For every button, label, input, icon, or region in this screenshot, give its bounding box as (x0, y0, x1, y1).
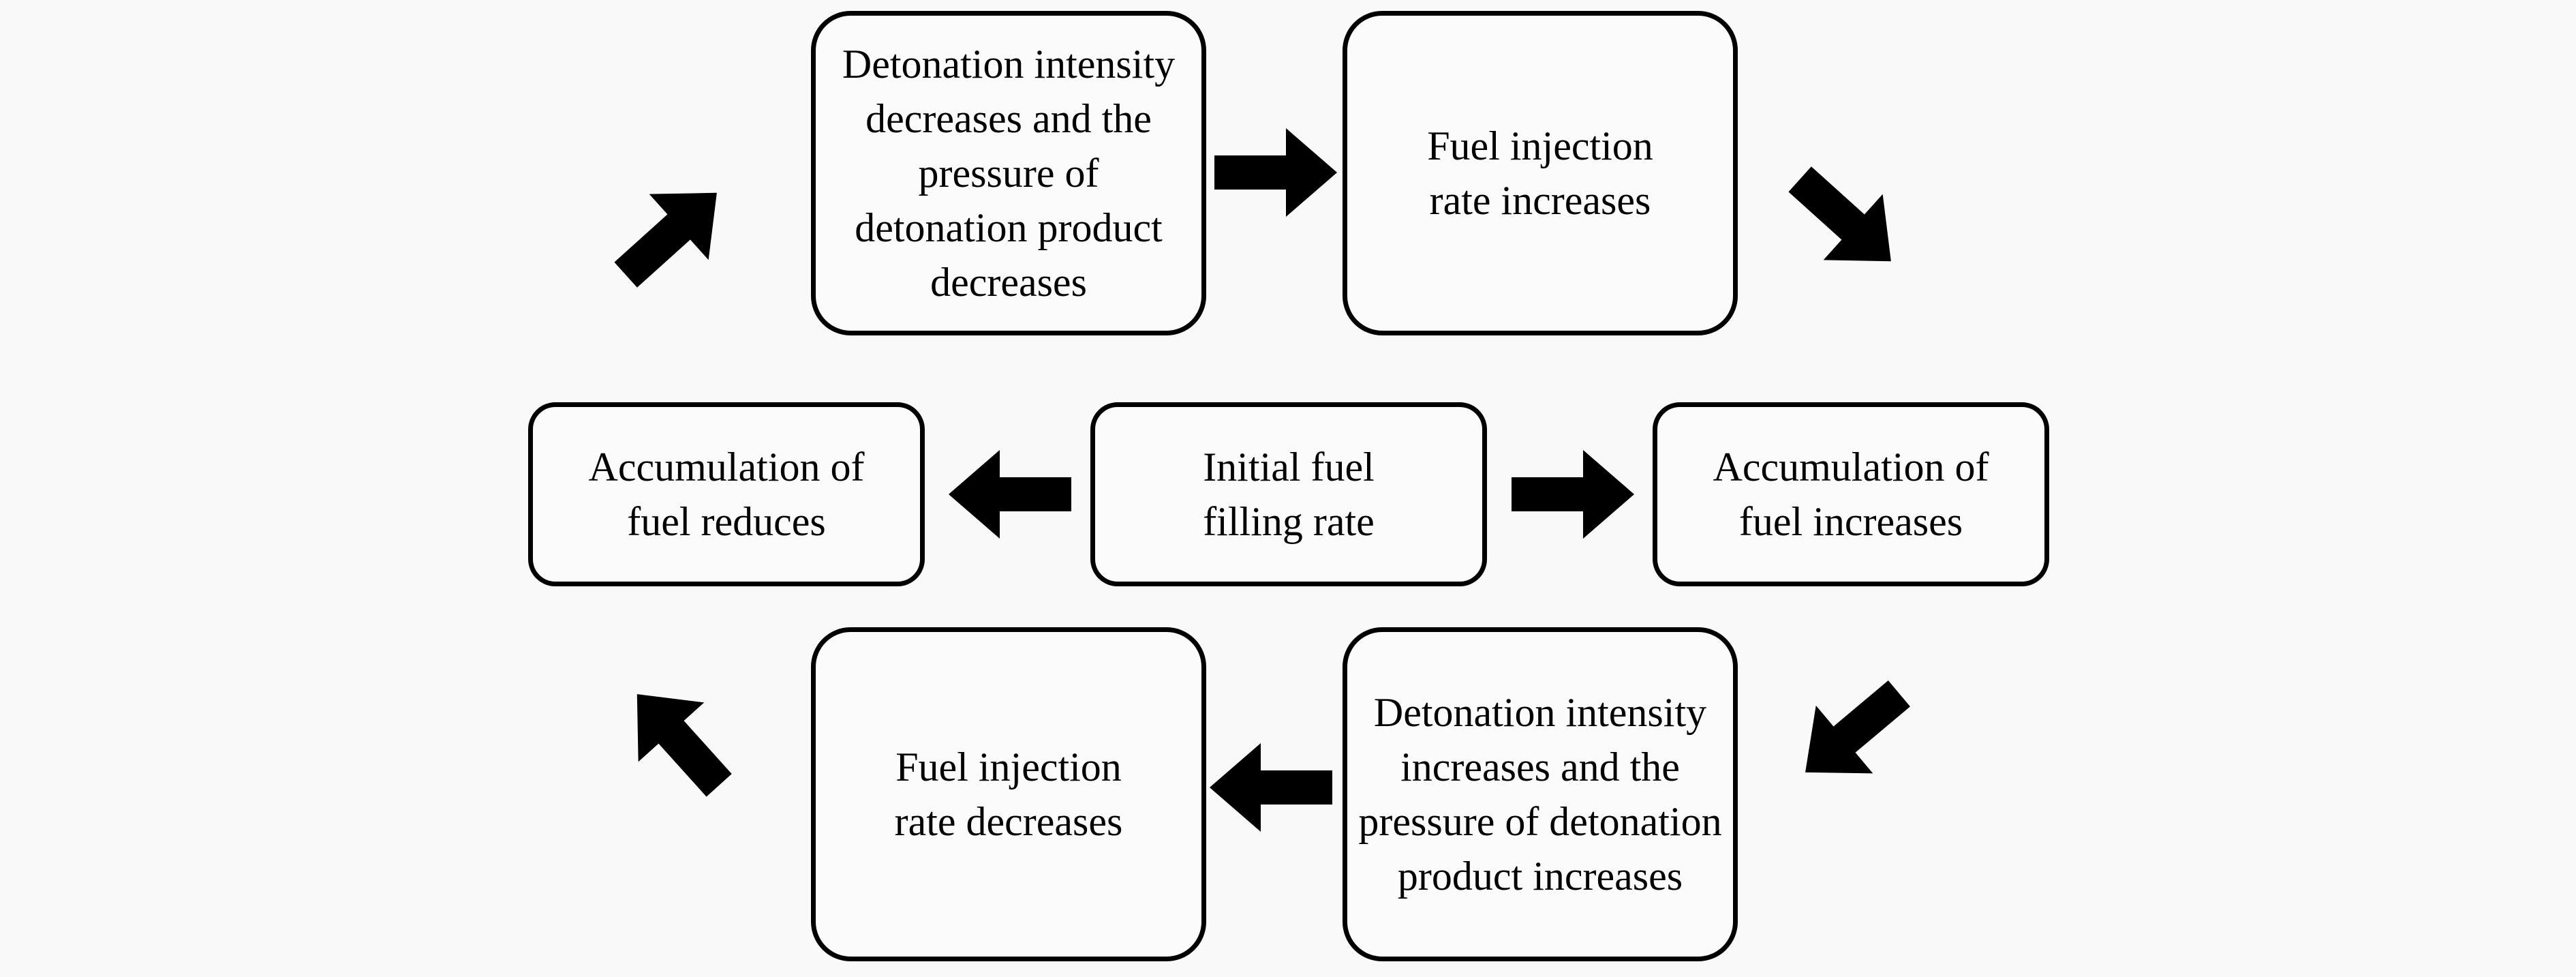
node-accumulation-of-fuel-increases: Accumulation of fuel increases (1653, 402, 2049, 586)
arrow-up-right-icon (596, 160, 747, 307)
arrow-left-icon (949, 450, 1071, 539)
arrow-up-left-icon (604, 665, 752, 815)
node-label: Detonation intensity increases and the p… (1358, 690, 1722, 899)
arrow-right-icon (1214, 128, 1337, 217)
node-label: Detonation intensity decreases and the p… (842, 42, 1176, 305)
arrow-down-left-icon (1777, 659, 1927, 806)
node-label: Accumulation of fuel reduces (588, 445, 865, 544)
arrow-right-icon (1512, 450, 1634, 539)
node-fuel-injection-rate-decreases: Fuel injection rate decreases (811, 627, 1206, 961)
node-fuel-injection-rate-increases: Fuel injection rate increases (1343, 11, 1738, 335)
node-detonation-intensity-increases: Detonation intensity increases and the p… (1343, 627, 1738, 961)
node-label: Accumulation of fuel increases (1713, 445, 1989, 544)
node-detonation-intensity-decreases: Detonation intensity decreases and the p… (811, 11, 1206, 335)
node-label: Fuel injection rate increases (1427, 123, 1653, 223)
arrow-left-icon (1210, 743, 1332, 832)
node-initial-fuel-filling-rate: Initial fuel filling rate (1090, 402, 1487, 586)
arrow-down-right-icon (1770, 146, 1921, 294)
node-label: Initial fuel filling rate (1203, 445, 1375, 544)
node-accumulation-of-fuel-reduces: Accumulation of fuel reduces (528, 402, 925, 586)
node-label: Fuel injection rate decreases (894, 745, 1123, 844)
